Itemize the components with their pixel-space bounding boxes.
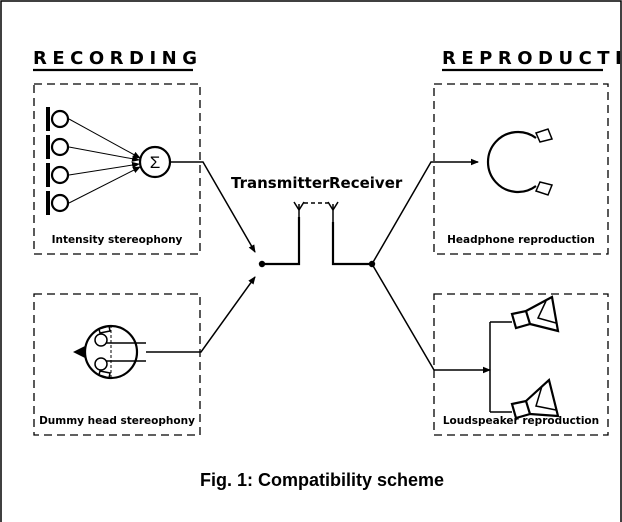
dummy-head-stereophony-block — [33, 293, 201, 436]
loudspeaker-reproduction-block — [433, 293, 609, 436]
loudspeaker-icon — [510, 377, 560, 420]
figure-caption: Fig. 1: Compatibility scheme — [200, 470, 444, 490]
dummy-head-stereophony-label: Dummy head stereophony — [39, 415, 195, 427]
microphone-array — [46, 107, 70, 215]
microphone-icon — [46, 135, 70, 159]
intensity-stereophony-label: Intensity stereophony — [52, 234, 183, 246]
microphone-lines — [68, 118, 141, 204]
receiver-feed — [331, 222, 372, 266]
antenna-icon — [293, 201, 305, 217]
intensity-stereophony-block — [33, 83, 201, 255]
headphone-reproduction-label: Headphone reproduction — [447, 234, 595, 246]
receiver-label: Receiver — [329, 174, 403, 192]
antenna-icon — [327, 201, 339, 222]
transmitter-feed — [262, 217, 301, 266]
loudspeaker-reproduction-label: Loudspeaker reproduction — [443, 415, 599, 427]
summing-symbol: Σ — [150, 153, 161, 172]
dummy-head-signal-path — [146, 276, 256, 353]
loudspeaker-icon — [510, 295, 560, 333]
headphone-reproduction-block — [433, 83, 609, 255]
summing-node-icon: Σ — [138, 145, 172, 179]
microphone-icon — [46, 163, 70, 187]
intensity-signal-path — [170, 161, 256, 253]
headphones-icon — [486, 128, 554, 196]
transmitter-label: Transmitter — [231, 174, 330, 192]
recording-heading: RECORDING — [33, 48, 203, 69]
loudspeaker-signal-path — [371, 263, 491, 374]
microphone-icon — [46, 191, 70, 215]
reproduction-heading: REPRODUCTION — [442, 48, 622, 69]
dummy-head-icon — [73, 324, 146, 380]
microphone-icon — [46, 107, 70, 131]
headphone-signal-path — [371, 158, 479, 265]
